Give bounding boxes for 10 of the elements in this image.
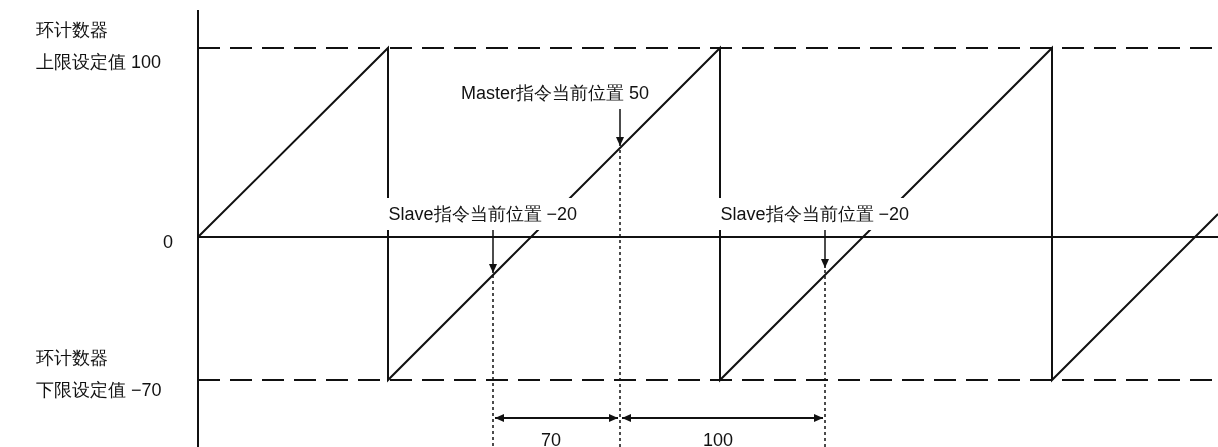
callout-text: Slave指令当前位置 −20 — [718, 198, 912, 230]
dimension-label: 100 — [703, 429, 734, 447]
axis-label: 0 — [163, 231, 173, 254]
leader-arrow — [616, 108, 624, 147]
axis-label: 环计数器下限设定值 −70 — [36, 347, 162, 402]
leader-arrow — [489, 229, 497, 274]
axis-label: 环计数器上限设定值 100 — [36, 19, 162, 74]
leader-arrow — [821, 229, 829, 269]
dimension-label: 70 — [541, 429, 562, 447]
callout-text: Slave指令当前位置 −20 — [386, 198, 580, 230]
